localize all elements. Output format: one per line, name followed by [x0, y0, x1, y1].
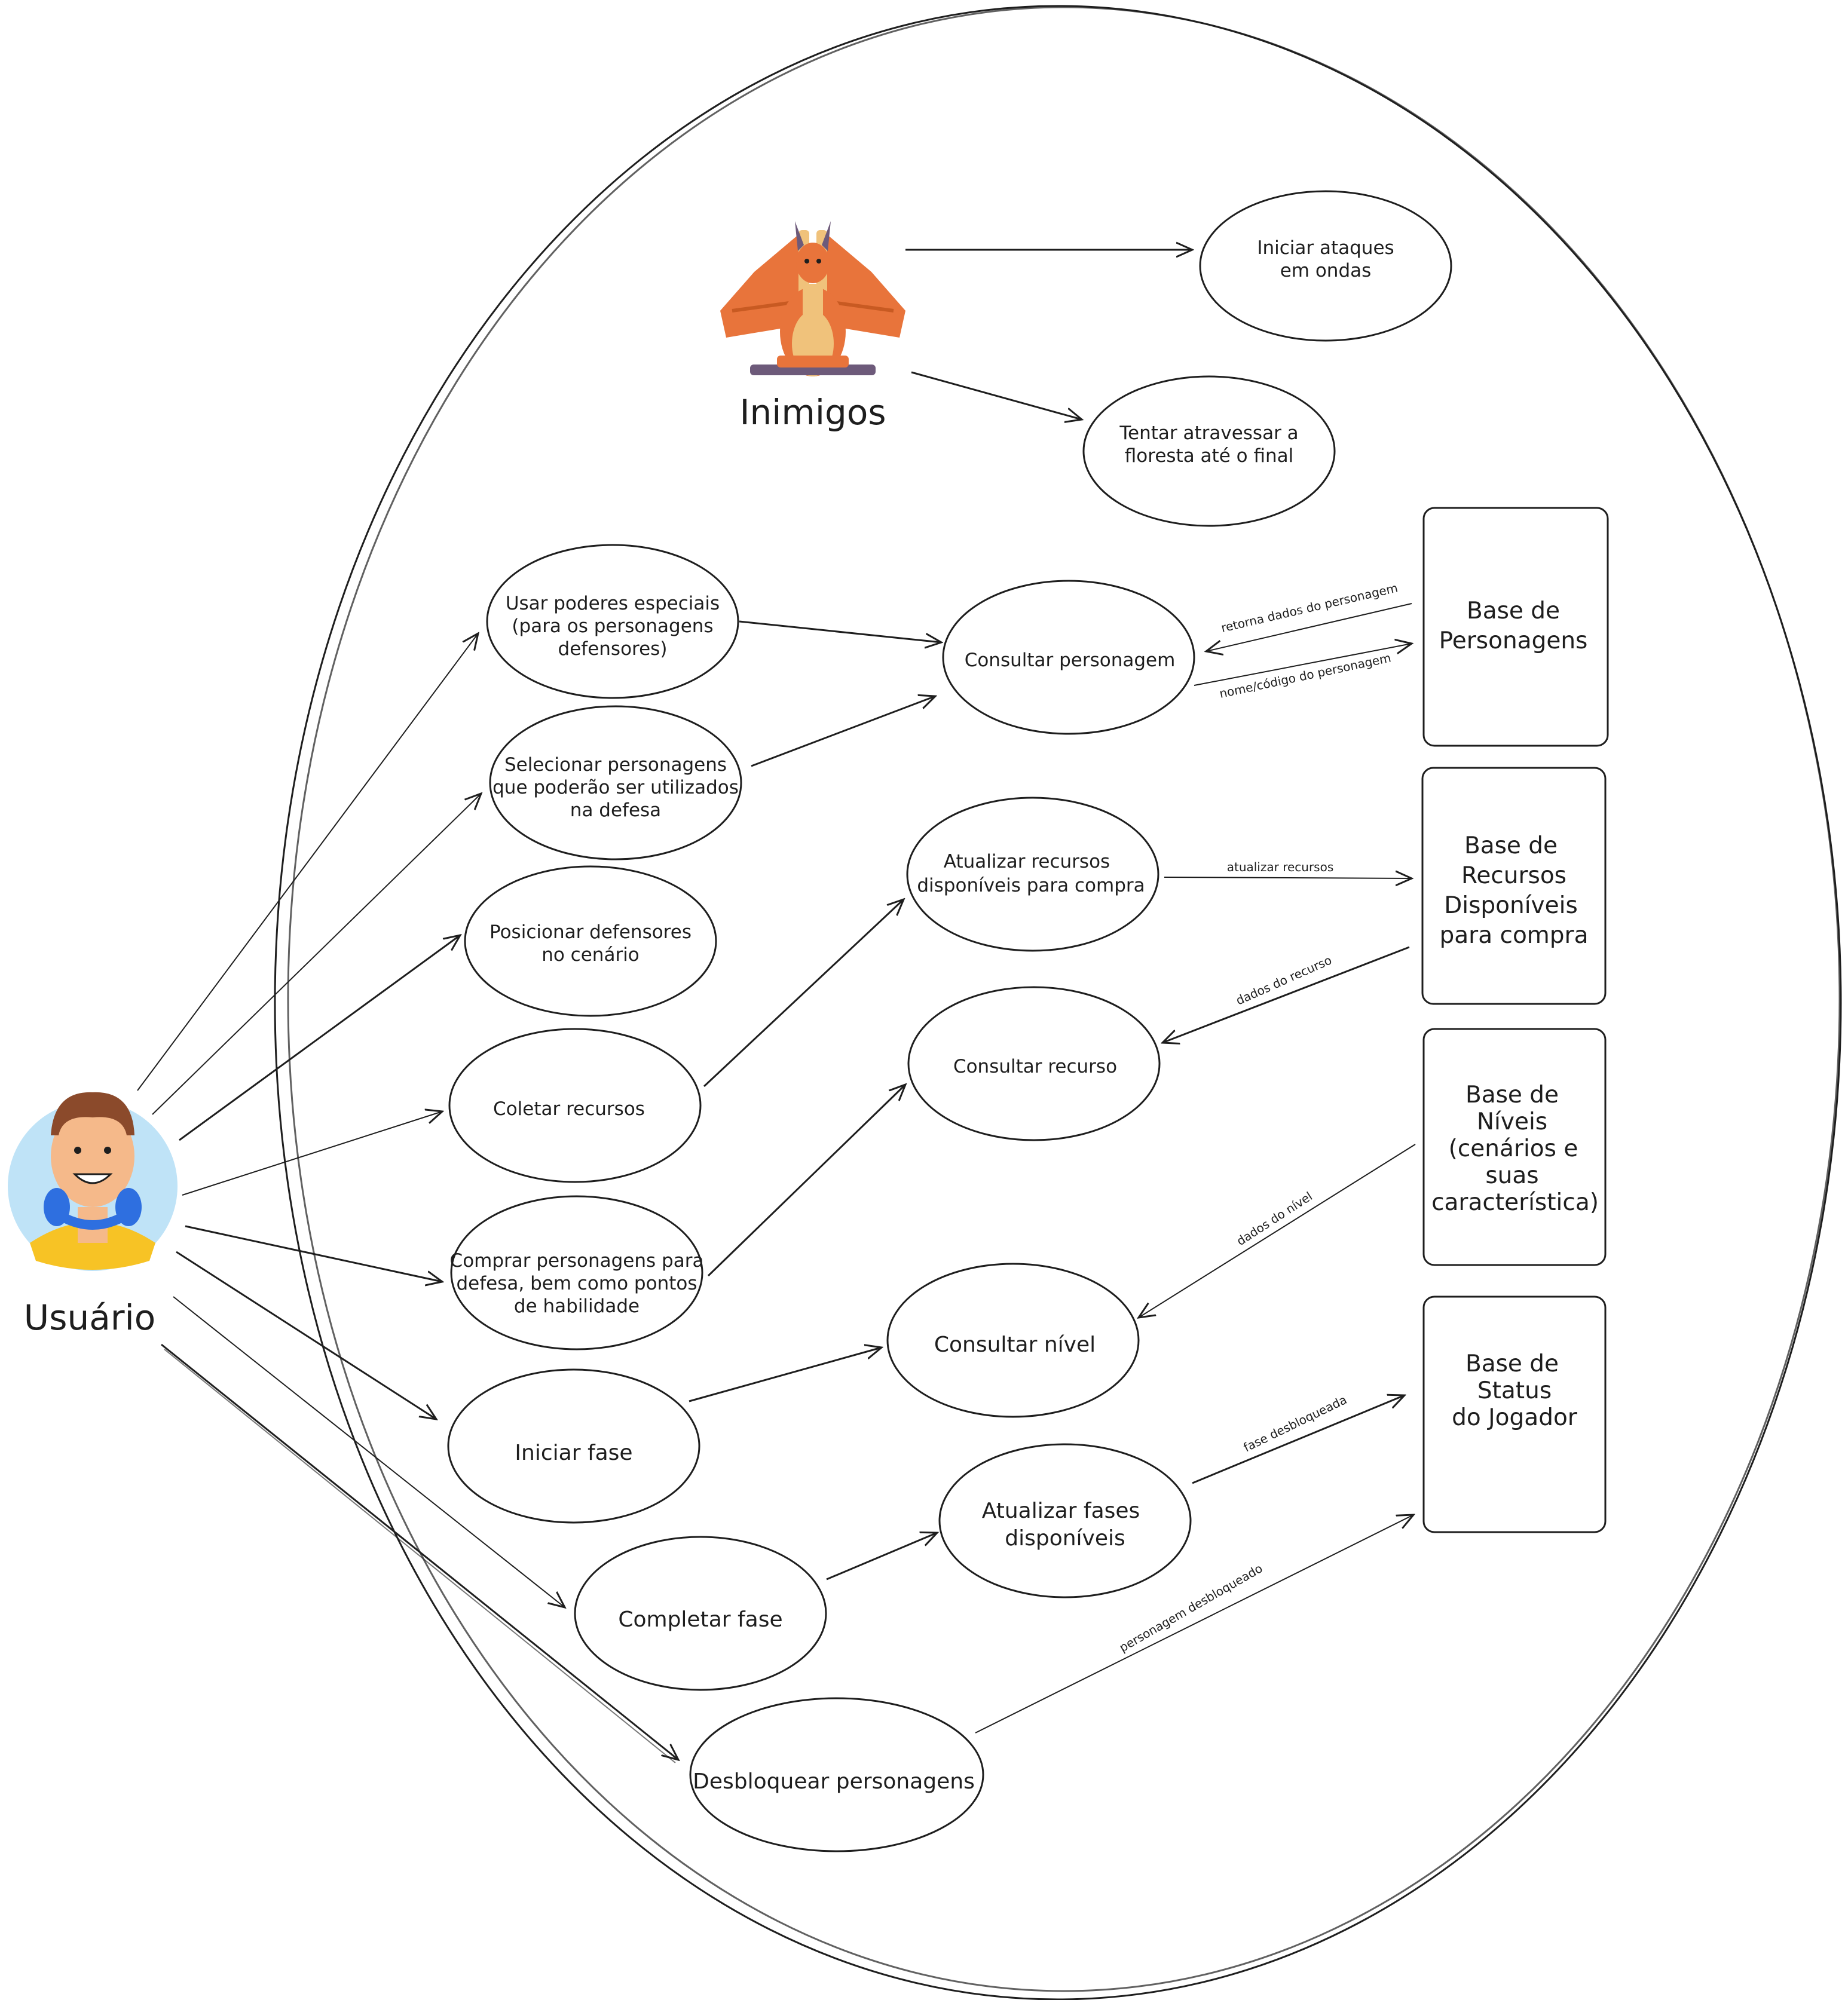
edge-consultar-to-personagens [1194, 644, 1412, 686]
use-case-coletar-recursos[interactable]: Coletar recursos [448, 1028, 702, 1183]
edge-label-dados-recurso: dados do recurso [1234, 952, 1333, 1007]
edge-personagens-to-consultar [1206, 603, 1412, 651]
edge-user-desbloquear [161, 1343, 678, 1760]
enemies-name: Inimigos [739, 392, 886, 433]
svg-text:Usar poderes especiais(para os: Usar poderes especiais(para os personage… [506, 593, 720, 660]
use-case-consultar-personagem[interactable]: Consultar personagem [942, 580, 1195, 735]
edge-user-coletar [182, 1111, 442, 1196]
edge-user-comprar [185, 1225, 442, 1282]
system-boundary [274, 5, 1842, 2000]
edge-recursos-to-consultar-recurso [1162, 946, 1410, 1043]
edge-user-posicionar [179, 935, 460, 1141]
edge-user-usar-poderes [137, 633, 478, 1091]
use-case-completar-fase[interactable]: Completar fase [574, 1536, 827, 1691]
edge-completar-atualizar-fases [826, 1533, 937, 1581]
edge-user-desbloquear-sketch [164, 1349, 676, 1763]
user-avatar-icon [8, 1092, 178, 1271]
edge-coletar-atualizar-recursos [703, 899, 904, 1088]
edge-user-completar-fase [173, 1296, 565, 1607]
svg-text:Consultar personagem: Consultar personagem [965, 650, 1176, 671]
edge-usar-poderes-consultar-personagem [739, 620, 941, 642]
use-case-iniciar-fase[interactable]: Iniciar fase [447, 1368, 700, 1524]
edge-label-fase-desbloqueada: fase desbloqueada [1241, 1392, 1350, 1454]
edge-label-dados-nivel: dados do nível [1234, 1189, 1315, 1249]
svg-text:Iniciar fase: Iniciar fase [515, 1441, 632, 1465]
use-case-consultar-nivel[interactable]: Consultar nível [886, 1263, 1140, 1418]
svg-text:Coletar recursos: Coletar recursos [493, 1098, 645, 1120]
user-name: Usuário [24, 1297, 155, 1338]
edge-enemies-tentar-atravessar [911, 371, 1082, 419]
edge-label-atualizar-recursos: atualizar recursos [1227, 860, 1334, 874]
svg-text:Desbloquear personagens: Desbloquear personagens [693, 1769, 975, 1794]
edge-comprar-consultar-recurso [707, 1085, 905, 1277]
edge-selecionar-consultar-personagem [751, 696, 935, 767]
edge-user-iniciar-fase [176, 1251, 436, 1419]
svg-text:Completar fase: Completar fase [618, 1607, 782, 1632]
svg-text:Consultar recurso: Consultar recurso [953, 1056, 1117, 1077]
enemies-actor: Inimigos [720, 221, 905, 433]
user-actor: Usuário [8, 1092, 178, 1338]
edge-niveis-to-consultar-nivel [1139, 1144, 1416, 1318]
svg-text:Consultar nível: Consultar nível [934, 1333, 1096, 1357]
edge-iniciar-fase-consultar-nivel [689, 1347, 882, 1402]
use-case-usar-poderes[interactable]: Usar poderes especiais(para os personage… [486, 544, 739, 699]
edge-desbloquear-to-status [975, 1515, 1413, 1733]
edge-atualizar-fases-to-status [1192, 1395, 1405, 1484]
edge-atualizar-to-recursos [1164, 877, 1412, 878]
use-case-desbloquear-personagens[interactable]: Desbloquear personagens [689, 1697, 984, 1852]
dragon-icon [720, 221, 905, 376]
edge-label-personagem-desbloqueado: personagem desbloqueado [1117, 1561, 1265, 1655]
edge-user-selecionar [152, 794, 481, 1115]
use-case-consultar-recurso[interactable]: Consultar recurso [907, 986, 1161, 1141]
system-boundary-sketch-stroke [287, 6, 1841, 1992]
